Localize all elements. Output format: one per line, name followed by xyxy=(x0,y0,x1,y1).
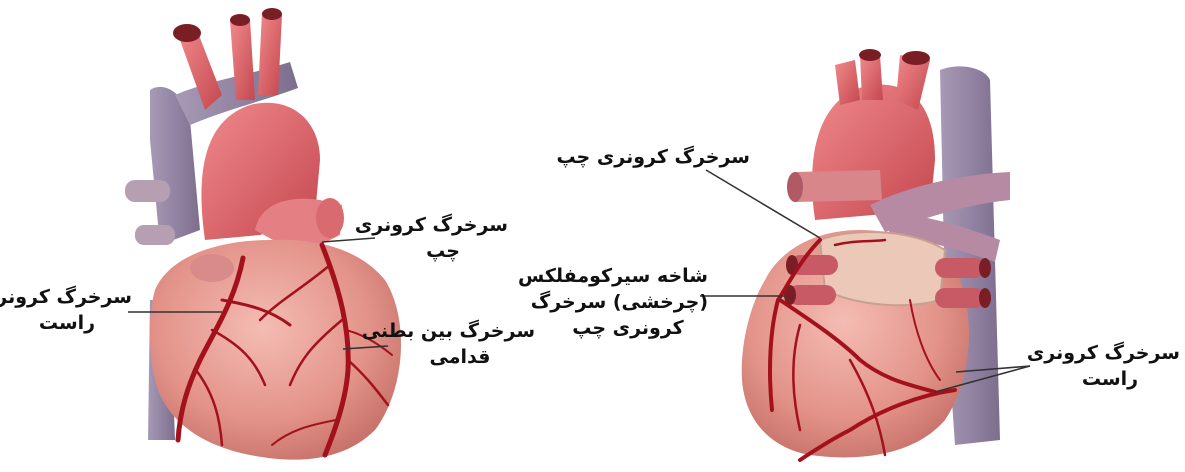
pulmonary-artery-left-branch xyxy=(795,170,882,202)
label-line: قدامی xyxy=(385,344,535,370)
label-line: شاخه سیرکومفلکس xyxy=(548,263,708,289)
label-line: کرونری چپ xyxy=(548,315,708,341)
pulmonary-vein-upper xyxy=(125,180,170,202)
label-line: سرخرگ کرونری چپ xyxy=(560,144,750,170)
right-auricle xyxy=(190,254,234,282)
label-front-left-coronary: سرخرگ کرونری چپ xyxy=(378,212,508,264)
label-front-right-coronary: سرخرگ کرونری راست xyxy=(2,284,132,336)
label-line: راست xyxy=(2,310,132,336)
label-line: (چرخشی) سرخرگ xyxy=(548,289,708,315)
label-line: چپ xyxy=(378,238,508,264)
posterior-heart-view xyxy=(742,49,1010,460)
anterior-ventricles xyxy=(150,240,401,460)
label-back-circumflex-branch: شاخه سیرکومفلکس (چرخشی) سرخرگ کرونری چپ xyxy=(548,263,708,341)
label-line: سرخرگ کرونری xyxy=(378,212,508,238)
label-line: سرخرگ بین بطنی xyxy=(385,318,535,344)
label-line: راست xyxy=(1040,366,1180,392)
label-back-right-coronary: سرخرگ کرونری راست xyxy=(1040,340,1180,392)
pulmonary-vein-lower xyxy=(135,225,175,245)
label-line: سرخرگ کرونری xyxy=(2,284,132,310)
label-front-anterior-interventricular: سرخرگ بین بطنی قدامی xyxy=(385,318,535,370)
label-back-left-coronary: سرخرگ کرونری چپ xyxy=(560,144,750,170)
label-line: سرخرگ کرونری xyxy=(1040,340,1180,366)
left-subclavian-artery xyxy=(258,12,282,95)
